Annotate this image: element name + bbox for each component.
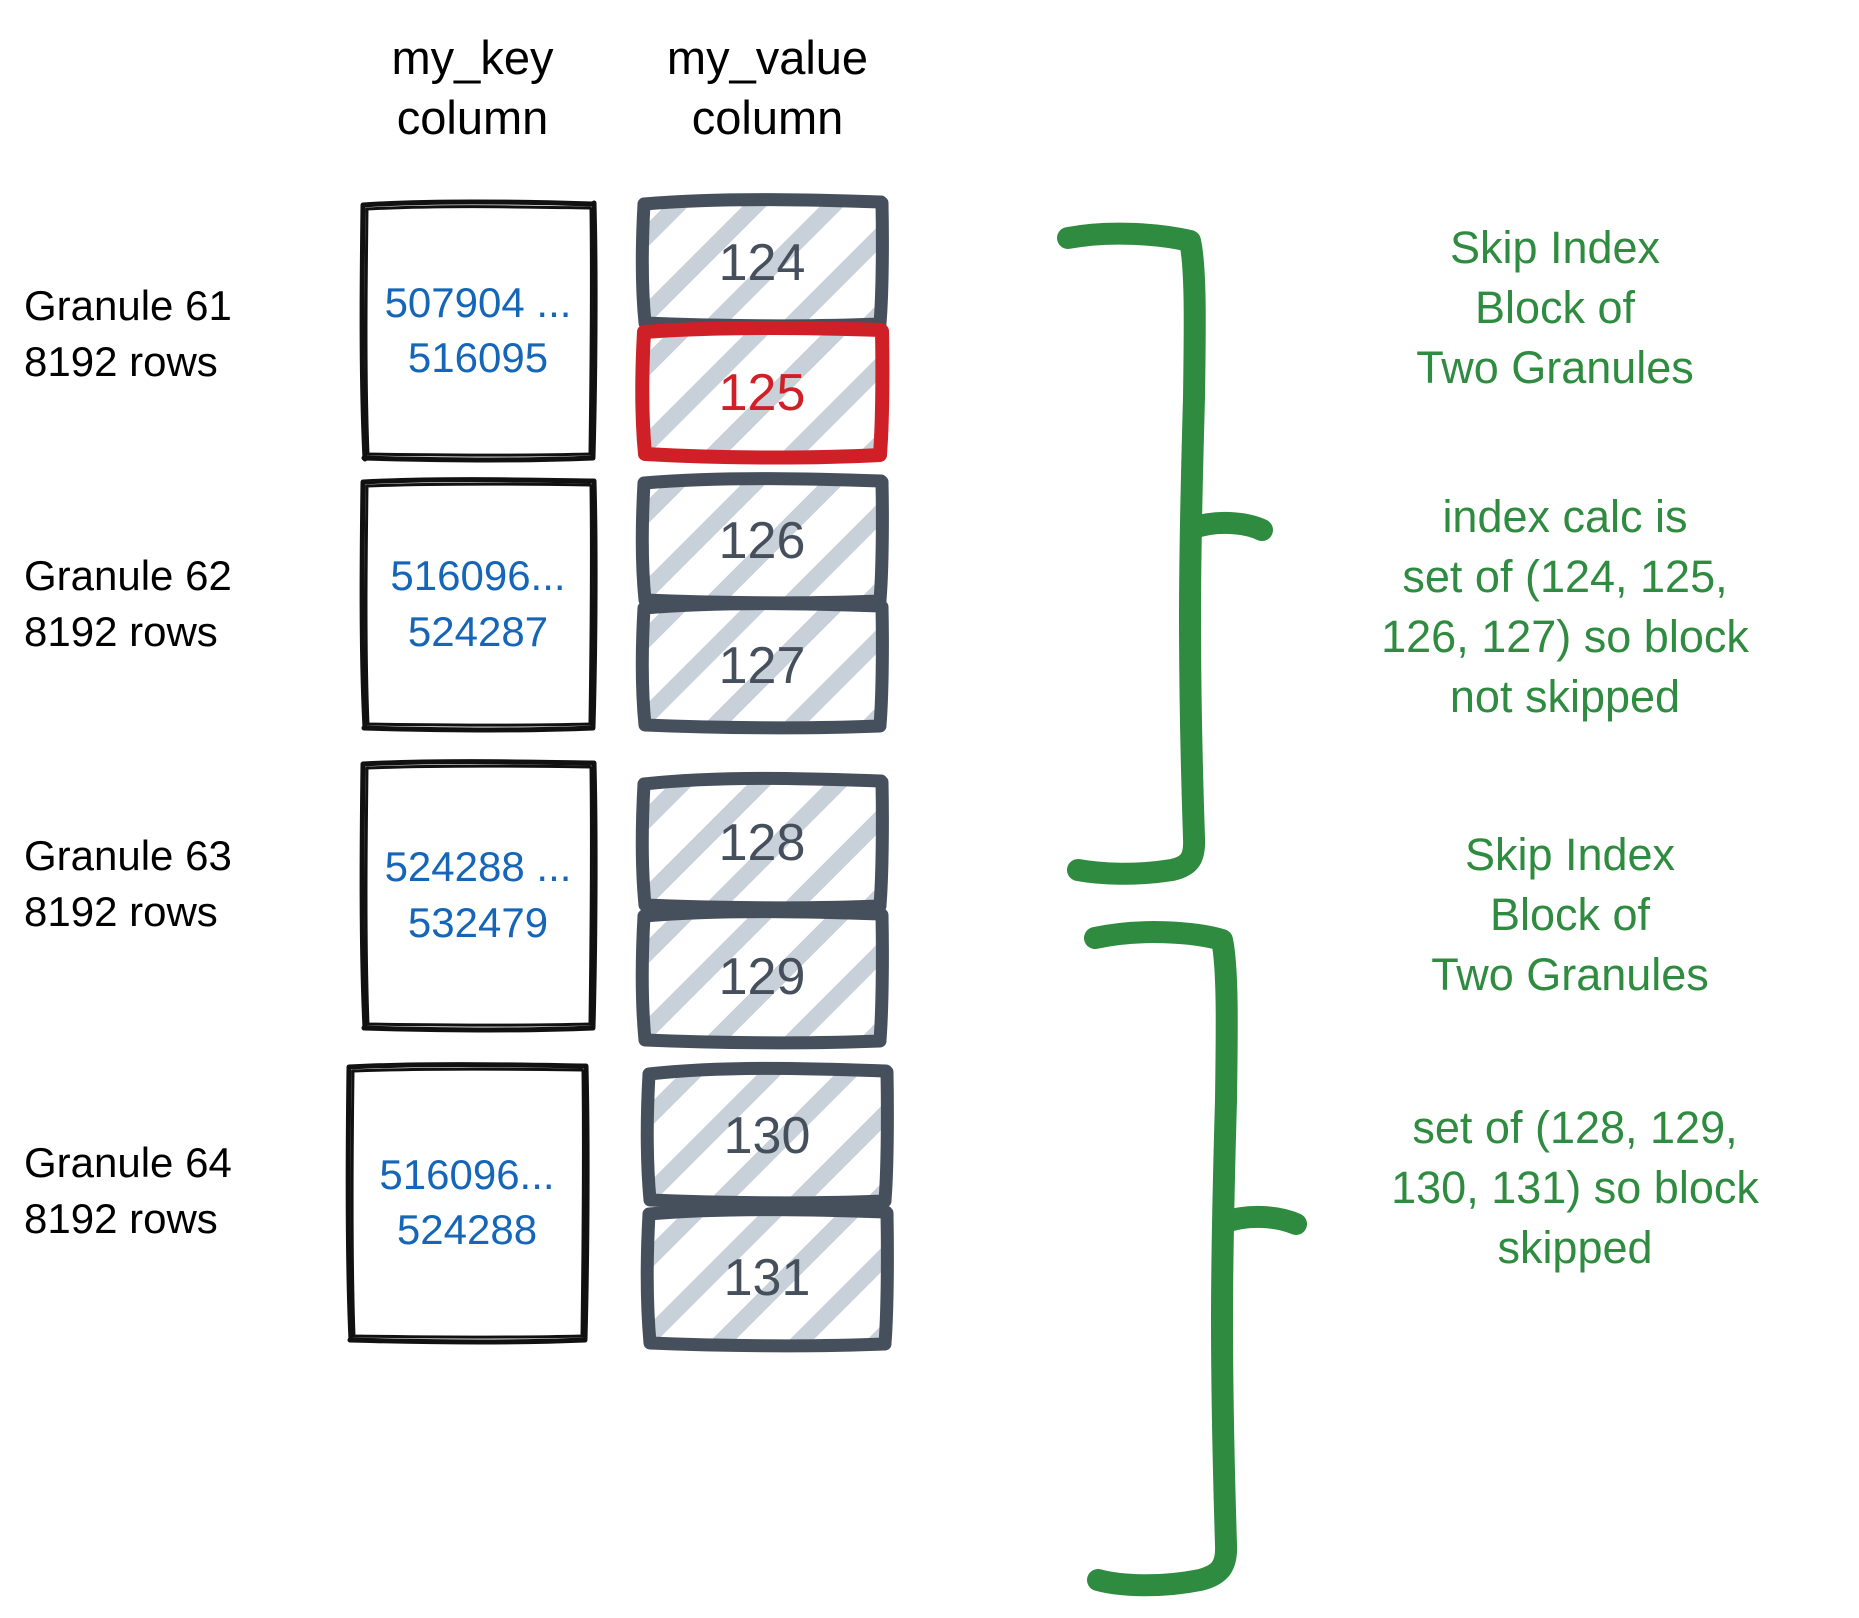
value-number-130: 130 — [723, 1106, 811, 1165]
key-range-granule-64: 516096... 524288 — [379, 1150, 555, 1254]
value-number-126: 126 — [718, 512, 806, 570]
annotation-skip-index-block-upper: Skip Index Block of Two Granules — [1416, 222, 1694, 393]
skip-index-brace-lower-icon — [1084, 921, 1307, 1597]
annotation-skip-index-block-lower: Skip Index Block of Two Granules — [1431, 829, 1709, 1000]
key-box-outline-icon — [359, 199, 598, 463]
value-box-outline-icon — [635, 771, 889, 915]
annotation-set-skipped: set of (128, 129, 130, 131) so block ski… — [1391, 1102, 1759, 1273]
value-box-outline-highlight-icon — [635, 321, 890, 465]
value-number-127: 127 — [718, 637, 806, 695]
value-box-outline-icon — [640, 1203, 894, 1353]
key-range-granule-61: 507904 ... 516095 — [384, 278, 572, 382]
key-box-granule-61: 507904 ... 516095 — [359, 199, 598, 463]
granule-label-62: Granule 62 8192 rows — [24, 552, 232, 655]
value-box-outline-icon — [635, 597, 889, 735]
value-number-129: 129 — [718, 948, 806, 1006]
value-number-128: 128 — [718, 814, 806, 872]
value-box-outline-icon — [635, 905, 889, 1050]
key-range-granule-63: 524288 ... 532479 — [384, 843, 572, 946]
value-box-130: 130 — [640, 1061, 894, 1210]
key-box-outline-icon — [359, 477, 598, 733]
granule-label-61: Granule 61 8192 rows — [24, 282, 232, 385]
key-box-outline-icon — [345, 1062, 590, 1345]
granule-label-64: Granule 64 8192 rows — [24, 1139, 232, 1242]
my-key-column-header: my_key column — [391, 31, 554, 145]
value-box-128: 128 — [635, 771, 889, 915]
value-number-124: 124 — [718, 233, 806, 292]
key-range-granule-62: 516096... 524287 — [390, 552, 566, 655]
annotation-index-calc-not-skipped: index calc is set of (124, 125, 126, 127… — [1381, 491, 1749, 722]
value-box-outline-icon — [640, 1061, 894, 1210]
value-box-outline-icon — [635, 193, 889, 333]
granule-label-63: Granule 63 8192 rows — [24, 832, 232, 935]
value-box-129: 129 — [635, 905, 889, 1050]
my-value-column-header: my_value column — [666, 31, 869, 145]
key-box-granule-63: 524288 ... 532479 — [359, 759, 598, 1033]
value-box-126: 126 — [635, 472, 889, 610]
key-box-granule-64: 516096... 524288 — [345, 1062, 590, 1345]
key-box-granule-62: 516096... 524287 — [359, 477, 598, 733]
value-number-125: 125 — [718, 363, 806, 422]
value-box-125: 125 — [635, 321, 890, 465]
value-box-124: 124 — [635, 193, 889, 333]
key-box-outline-icon — [359, 759, 598, 1033]
value-box-outline-icon — [635, 472, 889, 610]
value-box-127: 127 — [635, 597, 889, 735]
skip-index-brace-upper-icon — [1057, 222, 1273, 885]
value-number-131: 131 — [723, 1248, 811, 1307]
value-box-131: 131 — [640, 1203, 894, 1353]
